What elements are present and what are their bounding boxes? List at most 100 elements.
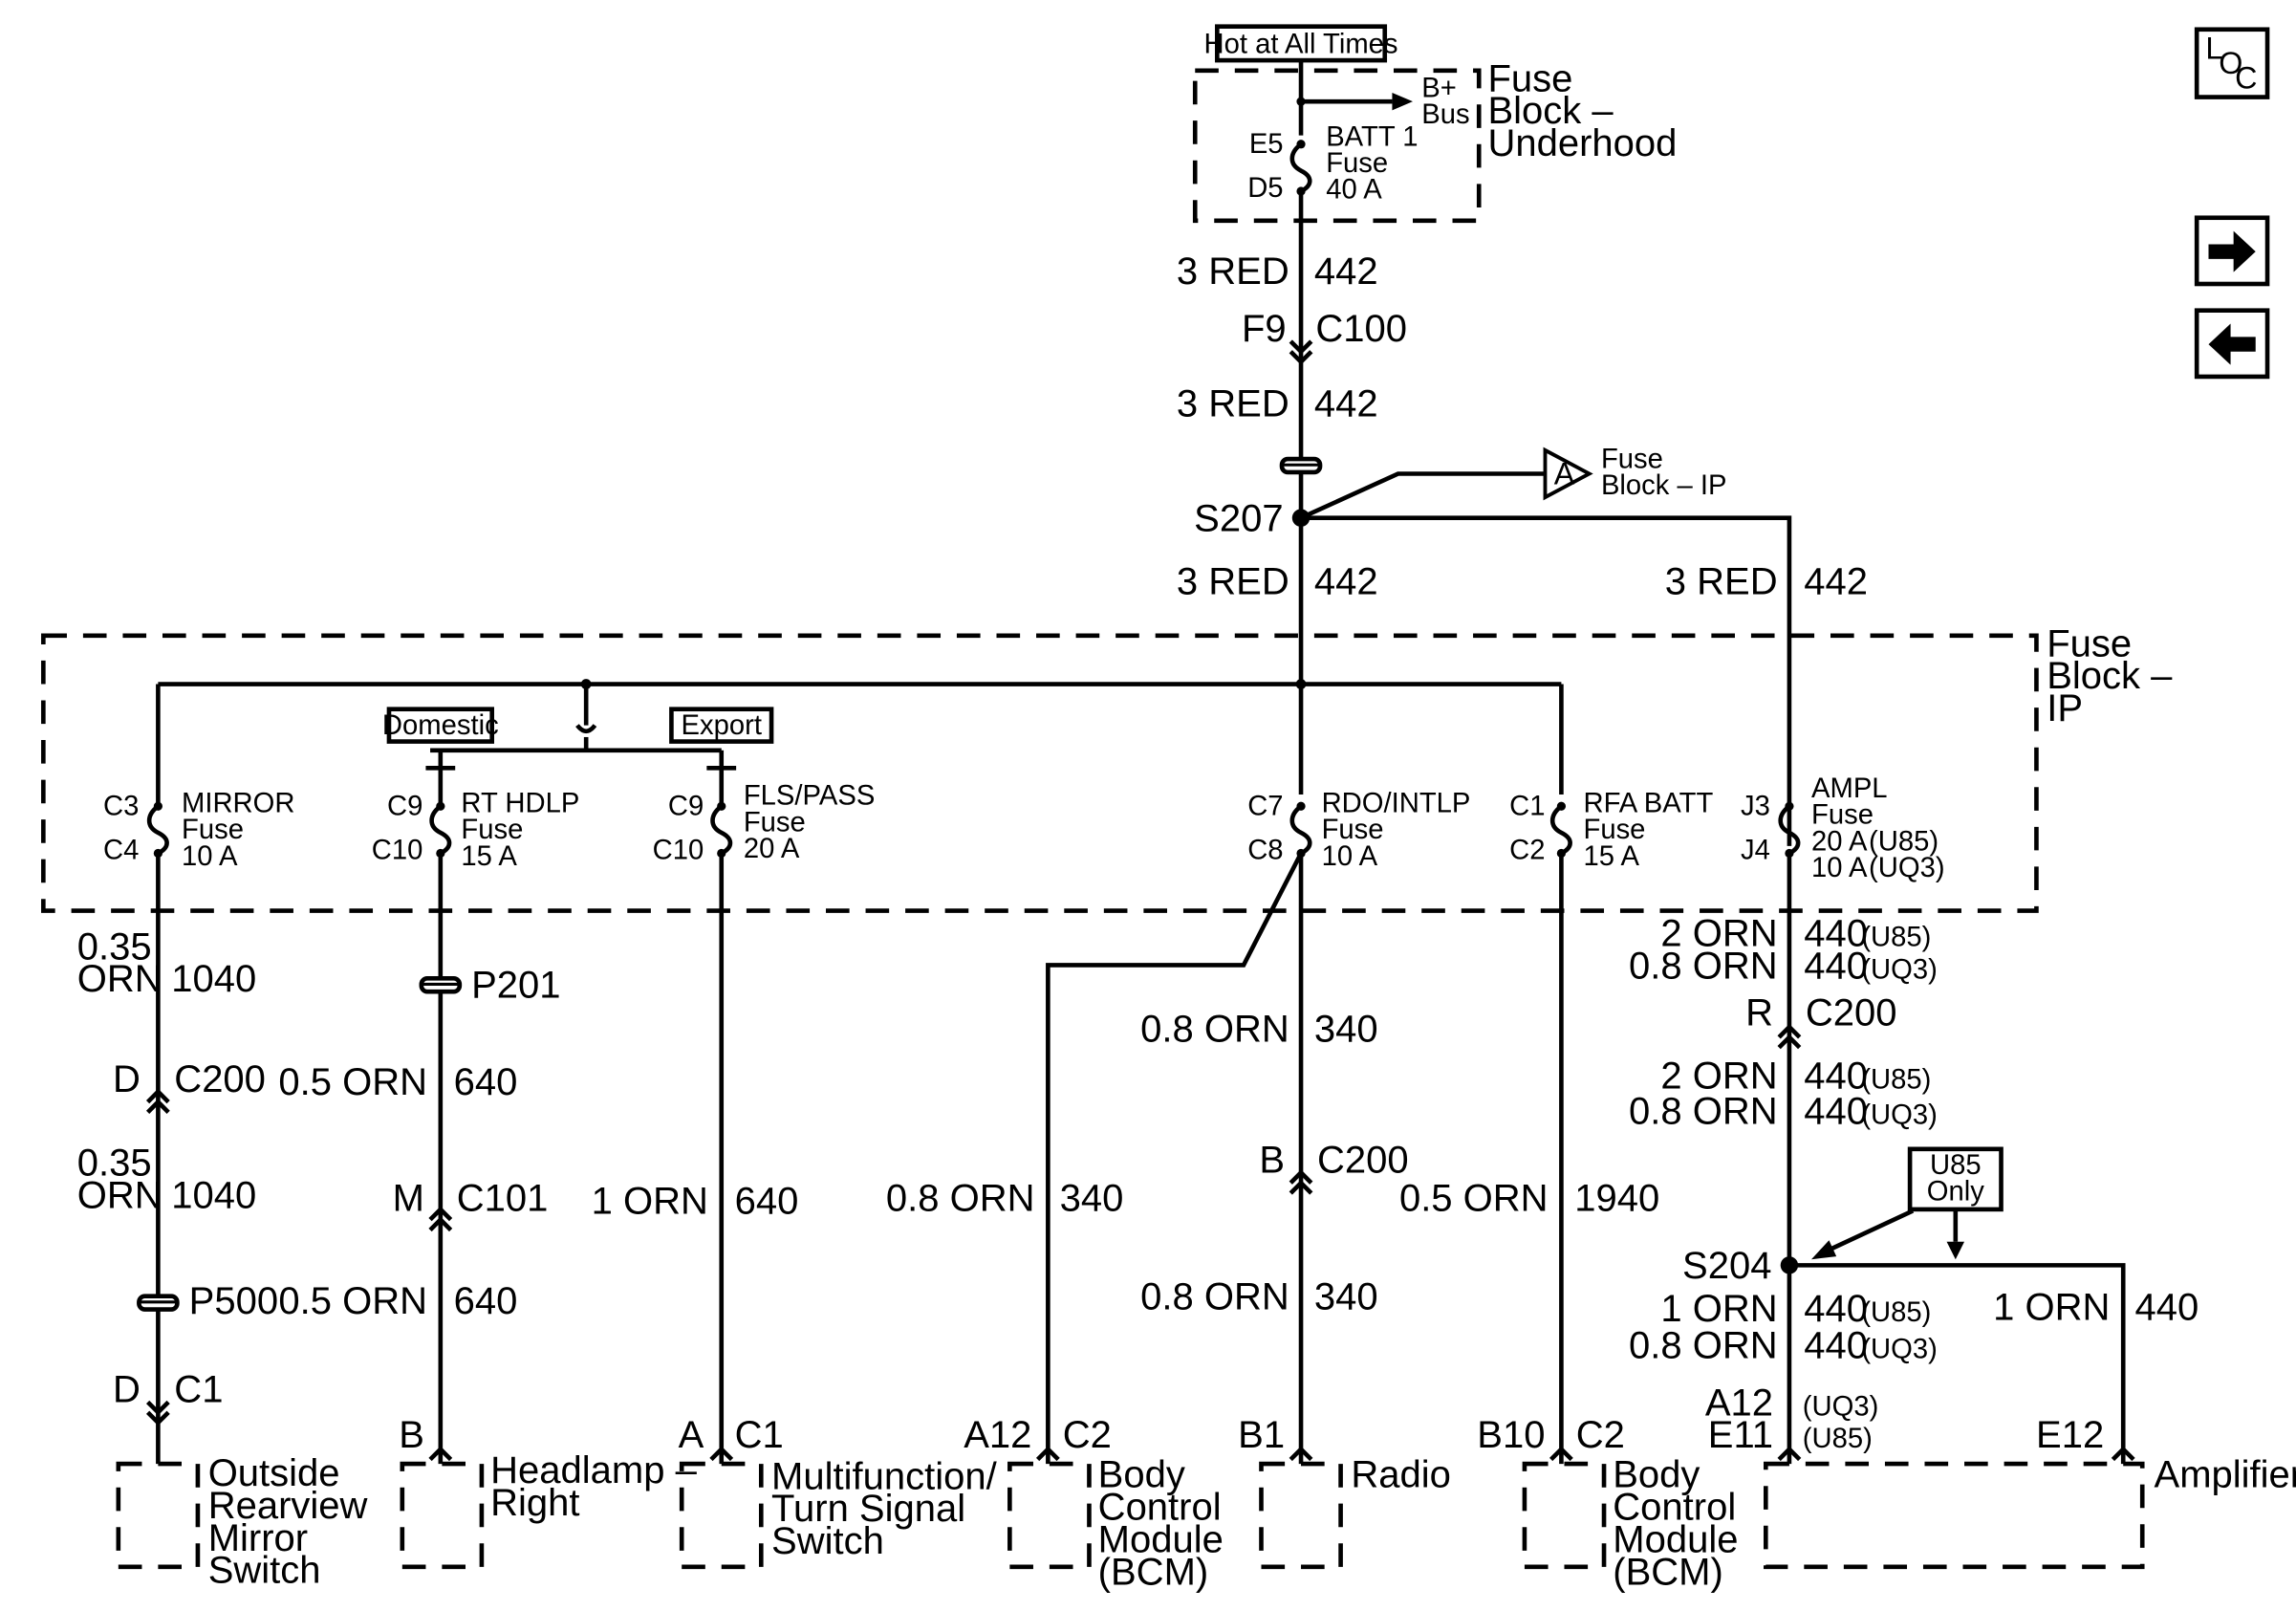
c100-label: C100 xyxy=(1315,308,1407,350)
headlamp-splice-label: P201 xyxy=(471,964,560,1006)
mirror-component-4: Switch xyxy=(208,1550,321,1592)
mirror-fuse-name: MIRROR xyxy=(182,788,295,818)
radio-w1-circuit: 340 xyxy=(1314,1008,1378,1050)
multifunction-w1-circuit: 640 xyxy=(735,1181,799,1223)
amp-pin-a: A12 xyxy=(1705,1382,1773,1424)
underhood-title-2: Block – xyxy=(1487,90,1614,132)
mirror-fuse-word: Fuse xyxy=(182,815,244,845)
bcm1-w1-size: 0.8 ORN xyxy=(886,1177,1035,1219)
mirror-conn2-label: C1 xyxy=(174,1368,223,1410)
splice-pack-icon xyxy=(419,976,463,994)
batt1-pin-bottom: D5 xyxy=(1247,173,1283,204)
main-wire1-circuit: 442 xyxy=(1314,250,1378,293)
flspass-fuse-icon xyxy=(710,801,733,859)
mirror-w1-size: 0.35 xyxy=(77,925,152,968)
rthdlp-pin-top: C9 xyxy=(387,792,422,822)
flspass-fuse-word: Fuse xyxy=(744,807,806,838)
splice-pack-icon xyxy=(1279,456,1323,475)
amplifier-component-label: Amplifier xyxy=(2155,1454,2296,1496)
batt1-fuse-rating: 40 A xyxy=(1326,175,1382,206)
loc-letter-c: C xyxy=(2235,60,2257,95)
reference-target-1: Fuse xyxy=(1601,444,1663,474)
headlamp-component-1: Headlamp – xyxy=(490,1449,697,1491)
amplifier-circuit: 2 ORN 440 (U85) 0.8 ORN 440 (UQ3) R C200… xyxy=(1629,853,2296,1570)
next-page-button[interactable] xyxy=(2194,215,2270,287)
multifunction-conn-label: C1 xyxy=(735,1414,784,1456)
main-feed-circuit: 3 RED 442 F9 C100 3 RED 442 S207 A Fuse … xyxy=(1177,194,1868,846)
mirror-pin-top: C3 xyxy=(103,792,139,822)
loc-icon[interactable]: L O C xyxy=(2194,27,2270,99)
rfa-fuse-name: RFA BATT xyxy=(1583,788,1713,818)
amp-w2b-option: (UQ3) xyxy=(1861,1100,1938,1131)
mirror-pin-bottom: C4 xyxy=(103,836,139,866)
bcm2-conn-label: C2 xyxy=(1576,1414,1625,1456)
c200-connector-icon xyxy=(145,1088,170,1114)
rdo-pin-top: C7 xyxy=(1247,792,1283,822)
arrow-icon xyxy=(1811,1240,1837,1260)
mirror-fuse-rating: 10 A xyxy=(182,841,238,872)
multifunction-w1-size: 1 ORN xyxy=(592,1181,708,1223)
bcm1-component-3: Module xyxy=(1098,1518,1224,1560)
main-wire2-size: 3 RED xyxy=(1177,382,1289,425)
flspass-fuse-rating: 20 A xyxy=(744,834,800,864)
amp-w4-size: 1 ORN xyxy=(1993,1286,2110,1328)
headlamp-w2-circuit: 640 xyxy=(454,1280,518,1322)
flspass-pin-bottom: C10 xyxy=(653,836,704,866)
arrow-left-icon xyxy=(2208,323,2256,365)
headlamp-w1-circuit: 640 xyxy=(454,1061,518,1103)
headlamp-w1-size: 0.5 ORN xyxy=(278,1061,427,1103)
rdo-fuse-word: Fuse xyxy=(1322,815,1384,845)
mirror-conn1-label: C200 xyxy=(174,1058,266,1100)
batt1-fuse-icon xyxy=(1289,140,1312,196)
radio-w1-size: 0.8 ORN xyxy=(1140,1008,1289,1050)
ampl-fuse-option-uq3: (UQ3) xyxy=(1869,853,1945,883)
rdo-fuse-icon xyxy=(1289,801,1312,859)
bcm1-component-1: Body xyxy=(1098,1454,1185,1496)
batt1-pin-top: E5 xyxy=(1249,129,1284,160)
c101-connector-icon xyxy=(428,1206,453,1232)
loc-letter-o: O xyxy=(2219,46,2242,80)
amp-w3b-size: 0.8 ORN xyxy=(1629,1324,1778,1366)
rdo-pin-bottom: C8 xyxy=(1247,836,1283,866)
amp-w2a-option: (U85) xyxy=(1861,1065,1931,1096)
c200-connector-icon xyxy=(1777,1023,1802,1050)
main-wire2-circuit: 442 xyxy=(1314,382,1378,425)
bcm2-component-box xyxy=(1522,1461,1607,1570)
c100-pin: F9 xyxy=(1242,308,1287,350)
bcm1-conn-label: C2 xyxy=(1063,1414,1112,1456)
previous-page-button[interactable] xyxy=(2194,308,2270,380)
mirror-circuit: 0.35 ORN 1040 D C200 0.35 ORN 1040 P500 … xyxy=(77,853,368,1592)
mirror-fuse-icon xyxy=(146,801,169,859)
headlamp-circuit: P201 0.5 ORN 640 M C101 0.5 ORN 640 B He… xyxy=(278,853,698,1570)
multifunction-component-1: Multifunction/ xyxy=(771,1455,998,1497)
flspass-fuse-name: FLS/PASS xyxy=(744,781,876,812)
rdo-fuse-name: RDO/INTLP xyxy=(1322,788,1471,818)
amp-w1a-circuit: 440 xyxy=(1804,912,1868,954)
reference-triangle-icon xyxy=(1543,446,1593,501)
multifunction-pin: A xyxy=(679,1414,704,1456)
mirror-w2-circuit: 1040 xyxy=(171,1174,256,1216)
amp-pin-c: E12 xyxy=(2036,1414,2104,1456)
rthdlp-fuse-rating: 15 A xyxy=(461,841,517,872)
headlamp-w2-size: 0.5 ORN xyxy=(278,1280,427,1322)
reference-letter: A xyxy=(1554,456,1575,490)
ampl-pin-bottom: J4 xyxy=(1741,836,1770,866)
rthdlp-pin-bottom: C10 xyxy=(372,836,423,866)
ip-title-3: IP xyxy=(2047,687,2083,729)
mirror-w2-size: 0.35 xyxy=(77,1143,152,1185)
amp-pin-a-option: (UQ3) xyxy=(1803,1391,1879,1422)
s207-label: S207 xyxy=(1194,498,1283,540)
rthdlp-fuse-name: RT HDLP xyxy=(461,788,579,818)
arrow-right-icon xyxy=(1392,92,1413,111)
amp-w1b-size: 0.8 ORN xyxy=(1629,945,1778,987)
right-wire-circuit: 442 xyxy=(1804,561,1868,603)
rthdlp-fuse: C9 C10 RT HDLP Fuse 15 A xyxy=(372,768,579,872)
underhood-title-1: Fuse xyxy=(1487,57,1572,99)
batt1-fuse-word: Fuse xyxy=(1326,148,1388,179)
mirror-switch-component-box xyxy=(116,1461,201,1570)
rfa-fuse-rating: 15 A xyxy=(1583,841,1639,872)
radio-conn-pin: B xyxy=(1259,1139,1285,1181)
rthdlp-fuse-icon xyxy=(429,801,452,859)
ip-title-1: Fuse xyxy=(2047,622,2132,664)
svg-text:Hot at All Times: Hot at All Times xyxy=(1204,29,1398,59)
